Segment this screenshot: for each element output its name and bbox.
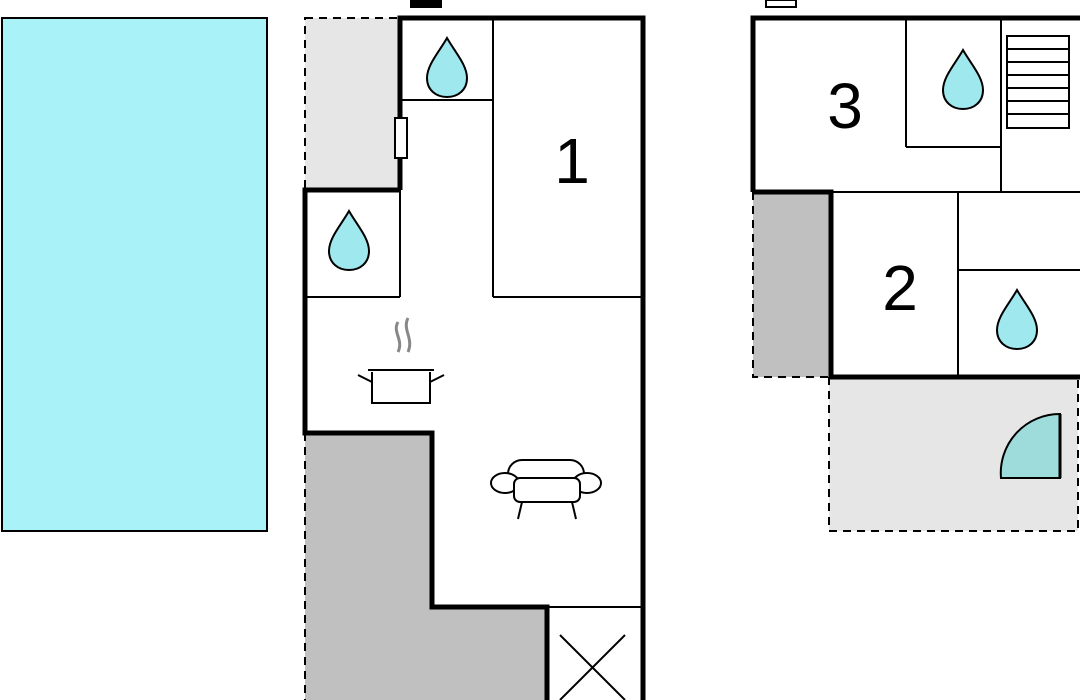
water-drop-icon [426,37,468,98]
outdoor-area-dark-right [753,192,829,377]
swimming-pool [1,17,268,532]
entrance-marker-right [765,0,797,8]
cross-box-icon [559,634,626,700]
door-swing-icon [999,412,1062,479]
water-drop-icon [328,210,370,271]
armchair-icon [490,459,602,520]
staircase-icon [1006,35,1070,129]
water-drop-icon [942,49,984,110]
room-label-2: 2 [882,252,918,324]
right-building-interior-walls [831,18,1080,377]
water-drop-icon [996,289,1038,350]
cooking-pot-icon [357,317,445,404]
terrace-area [304,17,401,191]
left-building-interior-walls [305,18,643,608]
entrance-marker [410,0,442,8]
right-building-walls [750,15,1080,380]
room-label-3: 3 [827,70,863,142]
window-marker [394,117,408,159]
outdoor-area-dark [305,433,547,700]
room-label-1: 1 [554,125,590,197]
